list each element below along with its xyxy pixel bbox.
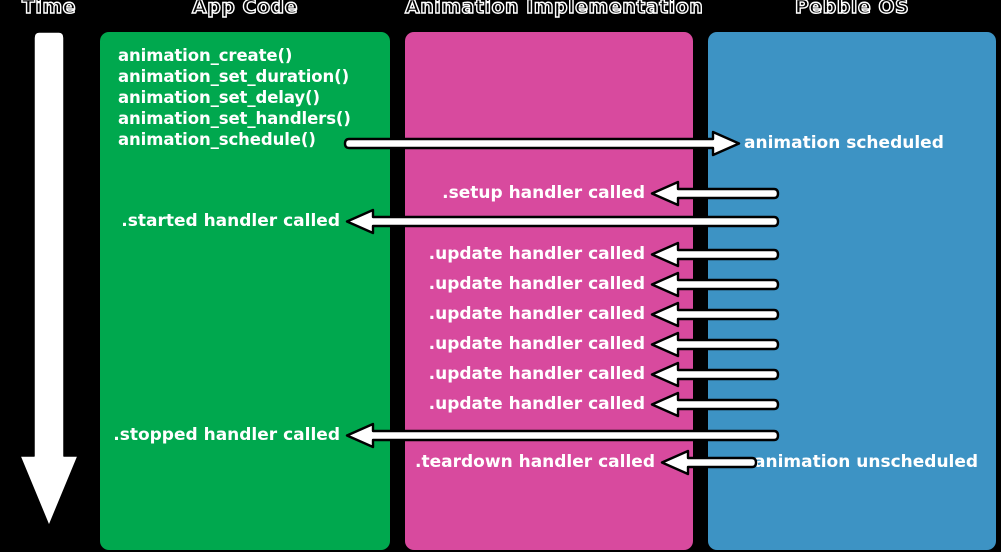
animation-update-handler-label-6: .update handler called (428, 394, 645, 414)
app-code-started-handler-label: .started handler called (121, 211, 340, 231)
os-event-animation-unscheduled: animation unscheduled (754, 452, 979, 472)
animation-update-handler-label-3: .update handler called (428, 304, 645, 324)
animation-update-handler-label-4: .update handler called (428, 334, 645, 354)
app-code-call-animation-set-duration: animation_set_duration() (118, 67, 350, 86)
lane-animation-implementation (405, 32, 693, 550)
app-code-stopped-handler-label: .stopped handler called (113, 425, 340, 445)
column-header-app-code: App Code (191, 0, 298, 19)
animation-update-handler-label-5: .update handler called (428, 364, 645, 384)
column-header-pebble-os: Pebble OS (794, 0, 910, 19)
app-code-call-animation-schedule: animation_schedule() (118, 130, 316, 149)
column-header-time: Time (21, 0, 77, 19)
app-code-call-animation-set-handlers: animation_set_handlers() (118, 109, 351, 128)
animation-update-handler-label-2: .update handler called (428, 274, 645, 294)
column-header-animation-implementation: Animation Implementation (404, 0, 704, 19)
lane-pebble-os (708, 32, 996, 550)
animation-update-handler-label-1: .update handler called (428, 244, 645, 264)
os-event-animation-scheduled: animation scheduled (744, 133, 944, 153)
app-code-call-animation-set-delay: animation_set_delay() (118, 88, 320, 107)
animation-teardown-handler-label: .teardown handler called (415, 452, 655, 472)
time-axis-arrow-icon (14, 26, 84, 540)
lane-app-code (100, 32, 390, 550)
animation-setup-handler-label: .setup handler called (442, 183, 645, 203)
app-code-call-animation-create: animation_create() (118, 46, 293, 65)
